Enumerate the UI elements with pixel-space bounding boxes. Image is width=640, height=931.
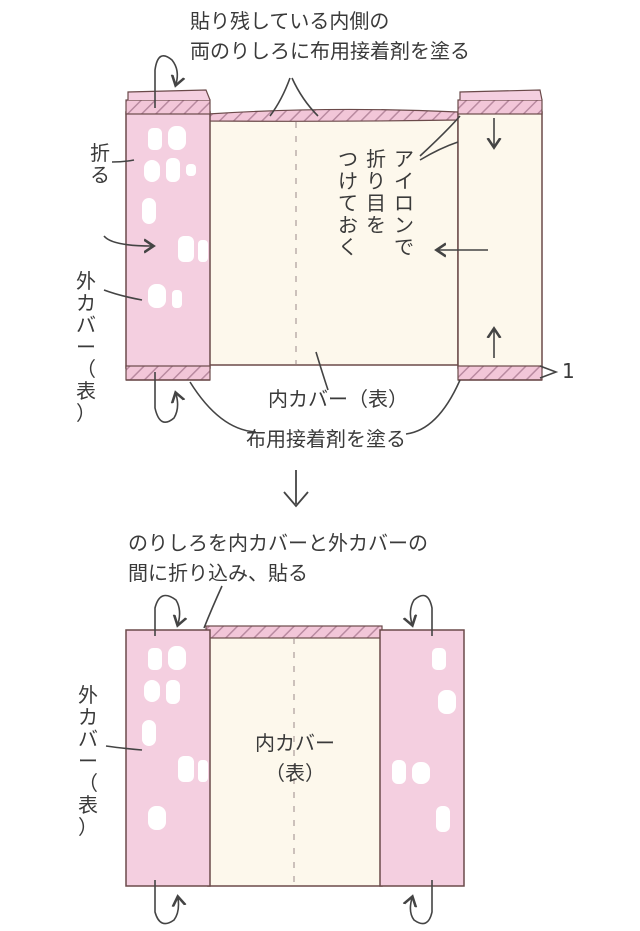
step2-arrow-bottom-left	[154, 880, 179, 925]
step2-top-pointer	[203, 585, 223, 629]
step1-top-pointer-right	[291, 77, 319, 117]
step1-right-top-flap	[459, 89, 543, 101]
step2-inner-cover-label-line2: （表）	[265, 761, 325, 785]
step1-inner-cover	[207, 114, 459, 366]
step1-left-top-glue	[125, 99, 211, 115]
step2-outer-cover-label: 外カバー（表）	[78, 683, 98, 839]
step1-top-glue-strip	[207, 108, 459, 122]
step1-fabric-pattern	[142, 126, 208, 308]
step2-top-label-line1: のりしろを内カバーと外カバーの	[128, 531, 428, 555]
step2-inner-cover-label-line1: 内カバー	[255, 731, 335, 755]
step1-margin-number: 1	[562, 359, 575, 383]
step2-arrows	[105, 585, 433, 925]
step1-iron-pointer-1	[419, 141, 459, 161]
step1-top-label-line1: 貼り残している内側の	[190, 9, 390, 33]
down-arrow-icon	[283, 470, 309, 508]
step1-glue-pointer-left	[189, 381, 257, 433]
step1-left-outer-cover	[125, 111, 211, 369]
step1-outer-cover-label: 外カバー（表）	[76, 269, 96, 425]
step1-fold-arrow-top-left	[154, 54, 177, 108]
step1-fold-label: 折る	[90, 141, 110, 187]
step1-fold-arrow-left-in	[103, 235, 152, 246]
step1-iron-label-col2: 折り目を	[366, 147, 386, 237]
step1-glue-pointer-right	[405, 379, 461, 435]
step1-fold-arrow-bottom-left	[154, 372, 178, 424]
step2-diagram	[125, 625, 465, 887]
step2-fabric-pattern	[142, 646, 456, 832]
step1-outer-pointer	[103, 289, 143, 301]
step1-glue-label: 布用接着剤を塗る	[246, 427, 406, 451]
step2-left-outer-cover	[125, 629, 211, 887]
step1-left-bottom-glue	[125, 365, 211, 381]
step2-arrow-bottom-right	[410, 880, 433, 925]
step1-top-pointer-left	[269, 77, 291, 117]
step1-right-top-glue	[457, 99, 543, 115]
step1-right-bottom-glue	[457, 365, 543, 381]
step1-arrows	[103, 54, 559, 435]
step1-top-label-line2: 両のりしろに布用接着剤を塗る	[190, 39, 470, 63]
step1-inner-pointer	[315, 351, 329, 391]
step1-fold-pointer	[111, 159, 135, 163]
step1-iron-pointer-2	[419, 115, 461, 157]
step2-top-label-line2: 間に折り込み、貼る	[128, 561, 308, 585]
step2-outer-pointer	[105, 745, 143, 751]
step2-top-glue-strip	[205, 625, 383, 639]
step1-diagram	[125, 89, 543, 381]
step1-inner-cover-label: 内カバー（表）	[268, 387, 408, 411]
step1-iron-label-col3: つけておく	[338, 147, 358, 259]
step2-arrow-top-left	[154, 594, 180, 636]
step2-arrow-top-right	[410, 594, 433, 636]
step1-right-margin	[457, 111, 543, 369]
step2-right-outer-cover	[379, 629, 465, 887]
step1-left-top-flap	[127, 89, 211, 101]
step1-margin-bracket	[539, 365, 559, 379]
step1-iron-label-col1: アイロンで	[394, 147, 414, 259]
